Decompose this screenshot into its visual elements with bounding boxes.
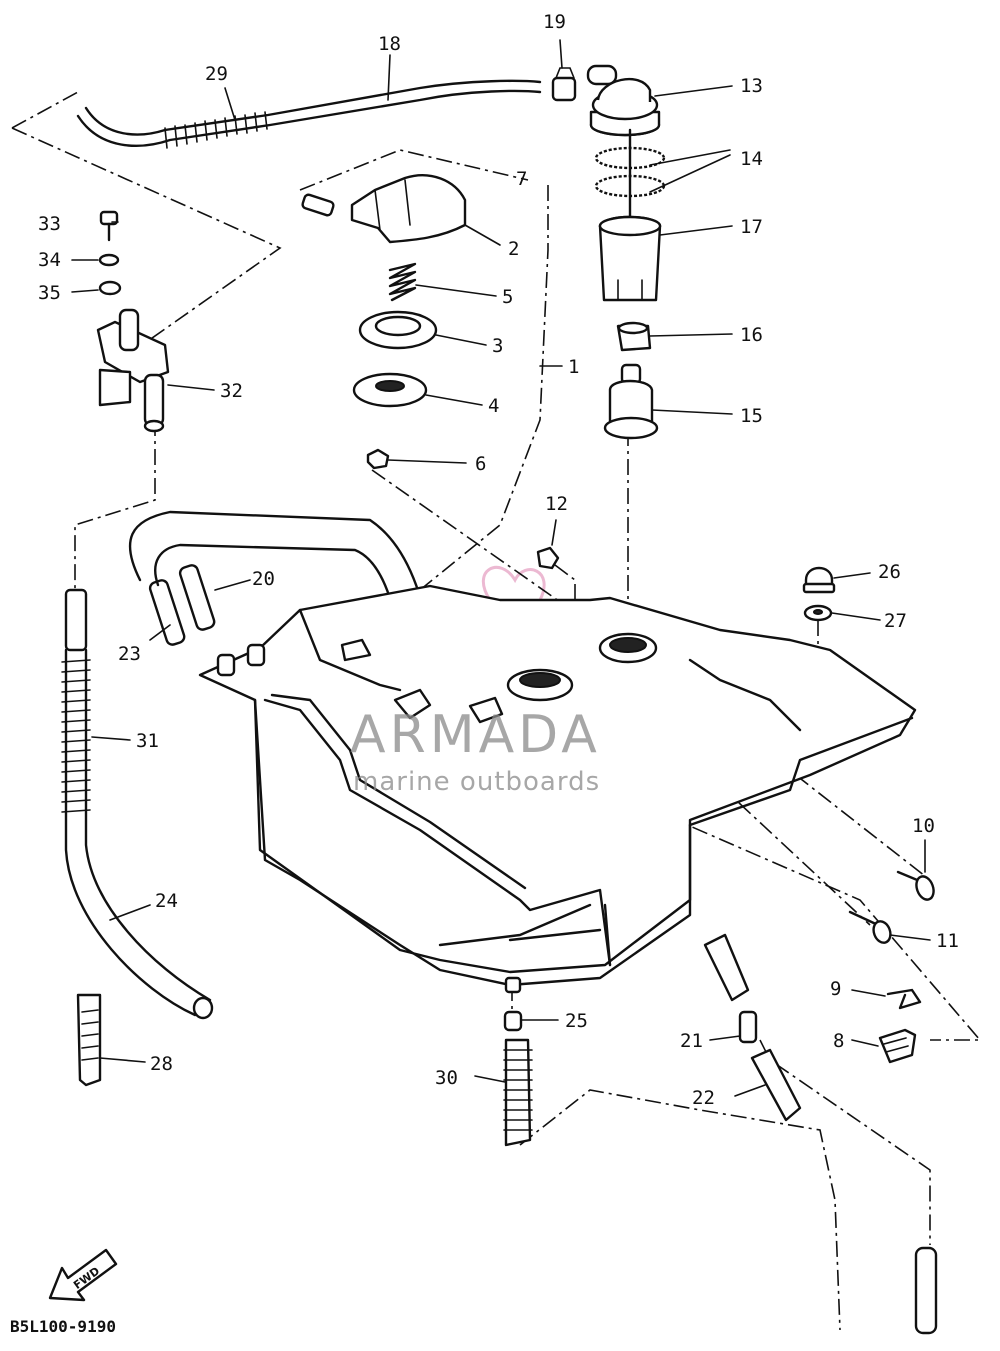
hose-corrugation-29 — [164, 111, 268, 149]
callout-8: 8 — [833, 1030, 844, 1052]
callout-9: 9 — [830, 978, 841, 1000]
spring-5 — [388, 262, 417, 302]
end-tube — [914, 1246, 938, 1335]
clip-19 — [551, 67, 577, 102]
washer-27 — [803, 604, 833, 622]
o-rings-14 — [594, 128, 666, 222]
fuel-tank-1 — [128, 510, 917, 987]
watermark-brand: ARMADA — [350, 705, 601, 765]
grommet-3 — [358, 310, 438, 350]
callout-19: 19 — [543, 11, 566, 33]
callout-3: 3 — [492, 335, 503, 357]
callout-15: 15 — [740, 405, 763, 427]
callout-4: 4 — [488, 395, 499, 417]
callout-25: 25 — [565, 1010, 588, 1032]
callout-13: 13 — [740, 75, 763, 97]
callout-16: 16 — [740, 324, 763, 346]
callout-6: 6 — [475, 453, 486, 475]
callout-5: 5 — [502, 286, 513, 308]
hose-30 — [503, 1038, 533, 1147]
callout-21: 21 — [680, 1030, 703, 1052]
callout-2: 2 — [508, 238, 519, 260]
fuel-cock-32 — [96, 308, 170, 433]
gasket-4 — [352, 372, 428, 408]
callout-17: 17 — [740, 216, 763, 238]
callout-33: 33 — [38, 213, 61, 235]
screw-33 — [99, 210, 119, 242]
callout-35: 35 — [38, 282, 61, 304]
washer-34 — [98, 253, 120, 267]
callout-30: 30 — [435, 1067, 458, 1089]
callout-32: 32 — [220, 380, 243, 402]
callout-28: 28 — [150, 1053, 173, 1075]
tube-20 — [178, 564, 216, 631]
callout-20: 20 — [252, 568, 275, 590]
filler-cap-13 — [586, 64, 661, 137]
callout-31: 31 — [136, 730, 159, 752]
callout-24: 24 — [155, 890, 178, 912]
clip-7 — [301, 193, 335, 217]
callout-22: 22 — [692, 1087, 715, 1109]
fuel-hose-31-24 — [61, 588, 214, 1020]
sleeve-17 — [598, 215, 662, 302]
bolt-10 — [896, 870, 935, 901]
bolt-11 — [848, 910, 892, 944]
clip-16 — [616, 321, 652, 352]
callout-14: 14 — [740, 148, 763, 170]
watermark-text: ARMADA marine outboards — [350, 705, 601, 797]
fwd-arrow-icon: FWD — [48, 1248, 118, 1302]
callout-1: 1 — [568, 356, 579, 378]
callout-23: 23 — [118, 643, 141, 665]
callout-29: 29 — [205, 63, 228, 85]
callout-26: 26 — [878, 561, 901, 583]
hose-22 — [750, 1048, 802, 1122]
fitting-21 — [738, 1010, 758, 1044]
cap-nut-26 — [802, 566, 836, 594]
callout-12: 12 — [545, 493, 568, 515]
nut-6 — [366, 448, 390, 470]
callout-7: 7 — [516, 168, 527, 190]
callout-11: 11 — [936, 930, 959, 952]
nut-12 — [536, 546, 560, 570]
callout-10: 10 — [912, 815, 935, 837]
watermark-tagline: marine outboards — [353, 767, 600, 797]
callout-leaders — [71, 39, 931, 1097]
tank-outlet-hose — [703, 933, 750, 1002]
callout-34: 34 — [38, 249, 61, 271]
callout-labels: 18 29 19 13 14 17 16 15 7 2 5 3 1 4 6 33… — [38, 11, 959, 1109]
spring-clip-9 — [886, 988, 922, 1010]
drawing-code: B5L100-9190 — [10, 1317, 116, 1336]
callout-18: 18 — [378, 33, 401, 55]
fitting-25 — [503, 976, 523, 1032]
callout-27: 27 — [884, 610, 907, 632]
bracket-2 — [350, 174, 467, 244]
upper-vent-hose — [76, 79, 542, 149]
tie-clip-28 — [76, 993, 102, 1087]
knob-8 — [878, 1028, 917, 1064]
hose-corrugation-31 — [61, 659, 91, 813]
washer-35 — [98, 280, 122, 296]
fuel-gauge-15 — [603, 363, 659, 440]
